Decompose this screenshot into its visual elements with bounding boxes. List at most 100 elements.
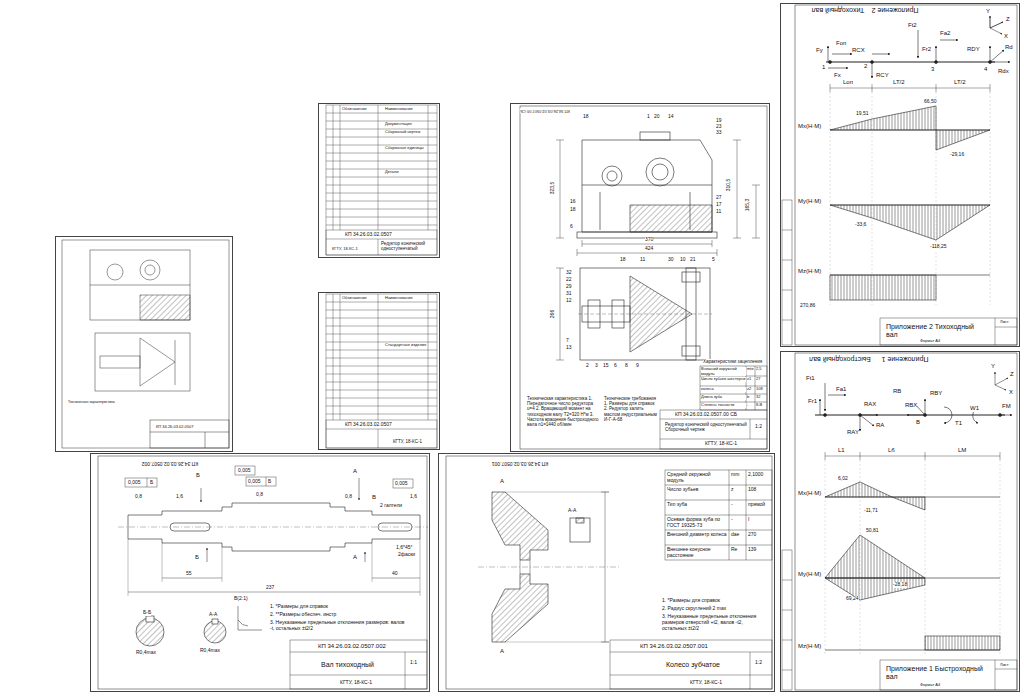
drawing-label: T1 — [955, 420, 962, 427]
drawing-label: Характеристики зацепления — [703, 359, 762, 364]
drawing-label: L1 — [838, 447, 845, 454]
drawing-label: FM — [1002, 403, 1011, 410]
drawing-label: 1. *Размеры для справок — [662, 598, 720, 604]
drawing-label: Формат А4 — [920, 683, 940, 688]
drawing-label: 9 — [636, 363, 639, 369]
drawing-label: 0,005 — [395, 481, 408, 487]
drawing-label: 2фаски — [398, 552, 415, 558]
small-assembly-sheet — [107, 264, 123, 280]
drawing-label: 1. *Размеры для справок — [270, 604, 328, 610]
drawing-label: LT/2 — [954, 79, 966, 86]
drawing-label: 4 — [984, 66, 987, 73]
fast-shaft-load-diagram — [825, 383, 826, 411]
drawing-label: - — [731, 502, 733, 508]
drawing-label: -29,16 — [950, 152, 964, 158]
specification-sheet — [326, 302, 437, 414]
drawing-label: A — [353, 554, 357, 561]
drawing-label: 1 — [647, 114, 650, 120]
small-assembly-sheet — [95, 333, 190, 391]
slow-shaft-load-diagram — [830, 106, 936, 130]
slow-shaft-drawing — [170, 523, 210, 531]
drawing-label: -11,71 — [864, 508, 878, 514]
drawing-label: -33,6 — [855, 222, 866, 228]
specification-sheet — [326, 429, 437, 448]
fast-shaft-load-diagram — [825, 578, 925, 600]
drawing-label: z2 — [747, 387, 751, 392]
drawing-label: 1:1 — [410, 660, 417, 666]
drawing-label: 0,005 — [248, 479, 261, 485]
gearbox-assembly — [733, 140, 741, 238]
slow-shaft-drawing — [290, 640, 427, 689]
drawing-label: 32 — [566, 270, 572, 276]
drawing-label: 2 галтели — [380, 503, 402, 509]
drawing-label: mte — [747, 367, 754, 372]
gearbox-assembly — [700, 366, 767, 410]
drawing-label: A — [500, 648, 504, 655]
slow-shaft-drawing — [359, 478, 360, 500]
gear-wheel-drawing — [505, 492, 609, 642]
specification-sheet — [333, 294, 428, 420]
title-text: Редуктор конический одноступенчатый — [381, 241, 433, 251]
drawing-label: 310,5 — [726, 179, 732, 192]
drawing-label: 139 — [748, 547, 756, 553]
gear-wheel-drawing — [446, 456, 772, 689]
slow-shaft-drawing — [207, 548, 208, 562]
drawing-label: 32 — [756, 395, 760, 400]
title-text: Приложение 1 Быстроходный вал — [886, 665, 986, 681]
slow-shaft-drawing — [118, 527, 428, 528]
slow-shaft-drawing — [128, 539, 420, 596]
slow-shaft-load-diagram — [990, 22, 1003, 28]
drawing-label: Mz(H·M) — [798, 643, 821, 650]
drawing-label: Mx(H·M) — [798, 490, 821, 497]
gearbox-assembly — [556, 140, 564, 238]
drawing-label: 270,86 — [800, 303, 815, 309]
gearbox-assembly — [520, 106, 767, 449]
drawing-label: Приложение 2 — [872, 6, 919, 14]
drawing-label: -118,25 — [930, 244, 947, 250]
drawing-label: mm — [731, 472, 739, 478]
drawing-label: 6,02 — [838, 476, 848, 482]
drawing-label: Б — [196, 472, 200, 479]
drawing-label: КП 34.26.03.02.0507 — [345, 422, 392, 428]
drawing-label: Тип зуба — [667, 502, 727, 508]
drawing-label: RCX — [852, 47, 865, 54]
drawing-label: Fx — [834, 72, 841, 79]
drawing-label: Средний окружной модуль — [667, 472, 727, 484]
fast-shaft-load-diagram — [825, 482, 892, 497]
slow-shaft-load-diagram — [795, 5, 1017, 345]
drawing-label: КГТУ, 18-КС-1 — [332, 247, 358, 252]
drawing-label: В — [372, 494, 376, 501]
drawing-label: Fa1 — [836, 386, 846, 393]
drawing-label: 23 — [716, 124, 722, 130]
slow-shaft-load-diagram — [830, 205, 990, 240]
drawing-label: 2. **Размеры обеспеч. инстр — [270, 612, 336, 618]
drawing-label: Число зубьев — [667, 487, 727, 493]
drawing-label: 237 — [266, 585, 274, 591]
drawing-label: 50,81 — [866, 528, 879, 534]
drawing-label: B — [916, 419, 920, 426]
slow-shaft-load-diagram — [940, 40, 958, 41]
drawing-label: Лист — [1000, 320, 1009, 325]
drawing-label: КП 34.26.03.02.0507.002 — [318, 643, 386, 650]
drawing-label: X — [1009, 389, 1013, 396]
slow-shaft-drawing — [246, 477, 276, 486]
drawing-label: 2 — [864, 63, 867, 70]
drawing-label: 19 — [716, 118, 722, 124]
slow-shaft-load-diagram — [995, 318, 1017, 345]
slow-shaft-load-diagram — [832, 54, 852, 55]
drawing-label: 20 — [654, 114, 660, 120]
slow-shaft-drawing — [290, 652, 427, 689]
drawing-label: 22 — [566, 277, 572, 283]
drawing-label: 6 — [614, 363, 617, 369]
drawing-label: Lоп — [843, 79, 853, 86]
gearbox-assembly — [660, 410, 767, 449]
drawing-label: 0,8 — [256, 492, 263, 498]
slow-shaft-load-diagram — [918, 30, 919, 58]
drawing-label: 6 — [570, 224, 573, 230]
drawing-sheet: Приложение 2 Тихоходный вал — [780, 3, 1020, 347]
drawing-label: -28,18 — [893, 582, 907, 588]
drawing-label: КГТУ, 18-КС-1 — [690, 680, 722, 686]
gear-wheel-drawing — [610, 652, 772, 689]
slow-shaft-load-diagram — [830, 275, 936, 300]
fast-shaft-load-diagram — [824, 414, 827, 417]
